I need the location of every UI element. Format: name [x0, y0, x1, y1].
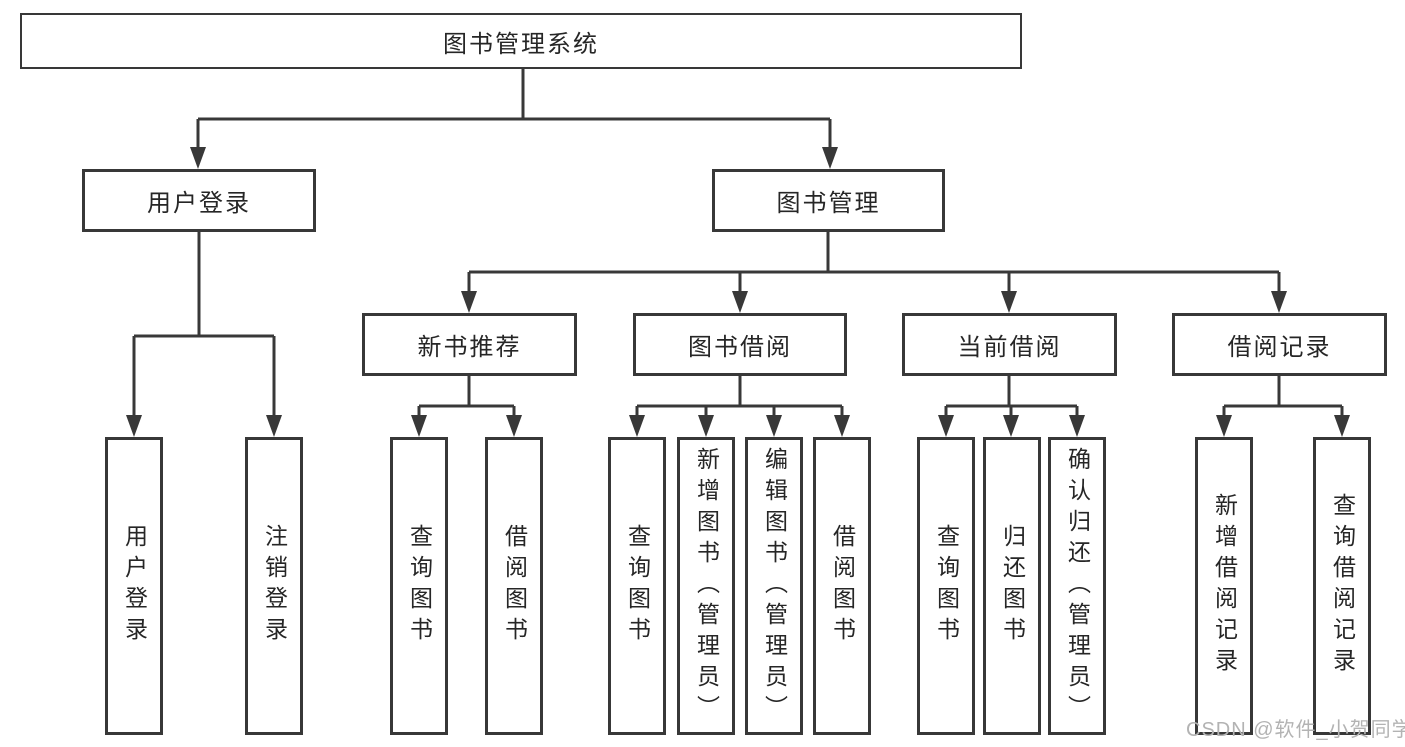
- node-label: 图书管理: [776, 190, 881, 217]
- col-query-borrow-record: 查询借阅记录: [1313, 437, 1371, 735]
- col-query-books-current: 查询图书: [917, 437, 975, 735]
- node-label: 借阅图书: [829, 524, 856, 648]
- col-add-borrow-record: 新增借阅记录: [1195, 437, 1253, 735]
- col-borrow-book-borrowing: 借阅图书: [813, 437, 871, 735]
- node-book-borrowing: 图书借阅: [633, 313, 847, 376]
- node-user-login: 用户登录: [82, 169, 316, 232]
- node-new-book-recommend: 新书推荐: [362, 313, 577, 376]
- node-label: 新书推荐: [417, 334, 522, 361]
- arrowhead-icons: [126, 147, 1350, 437]
- csdn-watermark: CSDN @软件_小贺同学: [1186, 719, 1405, 741]
- node-book-management: 图书管理: [712, 169, 945, 232]
- node-label: 用户登录: [121, 524, 148, 648]
- node-root-library-management-system: 图书管理系统: [20, 13, 1022, 69]
- node-label: 编辑图书（管理员）: [761, 446, 788, 726]
- node-label: 图书管理系统: [443, 30, 599, 58]
- node-label: 图书借阅: [688, 334, 792, 361]
- node-label: 确认归还（管理员）: [1064, 446, 1091, 726]
- col-user-login: 用户登录: [105, 437, 163, 735]
- col-borrow-book-recommend: 借阅图书: [485, 437, 543, 735]
- node-label: 新增图书（管理员）: [693, 446, 720, 726]
- col-return-book: 归还图书: [983, 437, 1041, 735]
- node-label: 归还图书: [999, 524, 1026, 648]
- node-borrowing-records: 借阅记录: [1172, 313, 1387, 376]
- node-label: 借阅记录: [1227, 334, 1332, 361]
- node-label: 用户登录: [147, 190, 251, 217]
- node-label: 当前借阅: [957, 334, 1062, 361]
- node-label: 查询图书: [933, 524, 960, 648]
- node-label: 查询图书: [406, 524, 433, 648]
- node-label: 注销登录: [261, 524, 288, 648]
- col-edit-book-admin: 编辑图书（管理员）: [745, 437, 803, 735]
- col-confirm-return-admin: 确认归还（管理员）: [1048, 437, 1106, 735]
- col-query-books-recommend: 查询图书: [390, 437, 448, 735]
- node-label: 查询图书: [624, 524, 651, 648]
- col-add-book-admin: 新增图书（管理员）: [677, 437, 735, 735]
- col-query-books-borrowing: 查询图书: [608, 437, 666, 735]
- node-label: 查询借阅记录: [1329, 493, 1356, 679]
- node-current-borrowing: 当前借阅: [902, 313, 1117, 376]
- col-logout: 注销登录: [245, 437, 303, 735]
- node-label: 新增借阅记录: [1211, 493, 1238, 679]
- node-label: 借阅图书: [501, 524, 528, 648]
- connector-lines: [132, 69, 1344, 418]
